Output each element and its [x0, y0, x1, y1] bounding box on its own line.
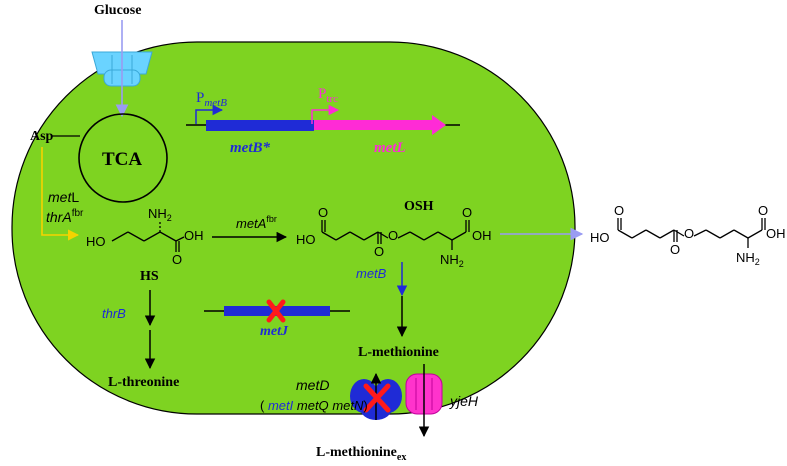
asp-label: Asp [30, 129, 54, 144]
metl-gene [314, 115, 446, 135]
promoter-trc-label: Ptrc [318, 86, 338, 105]
l-threonine-label: L-threonine [108, 375, 179, 390]
osh-oh: OH [472, 228, 492, 243]
oshout-o-carbonyl: O [670, 242, 680, 257]
osh-nh2: NH2 [440, 252, 464, 269]
osh-ho: HO [296, 232, 316, 247]
gene-construct [186, 104, 460, 135]
metl-label: metL [374, 140, 406, 156]
osh-o-ester: O [388, 228, 398, 243]
l-methionine-label: L-methionine [358, 345, 439, 360]
glucose-label: Glucose [94, 3, 141, 18]
hs-oh: OH [184, 228, 204, 243]
oshout-o-ester: O [684, 226, 694, 241]
oshout-nh2: NH2 [736, 250, 760, 267]
tca-label: TCA [102, 149, 142, 170]
osh-structure [321, 220, 470, 250]
oshout-o-top-left: O [614, 203, 624, 218]
osh-o-top-left: O [318, 205, 328, 220]
homoserine-structure [111, 222, 185, 252]
promoter-metb-arrow [195, 104, 224, 124]
metd-components: ( metI metQ metN) [260, 398, 368, 413]
yjeh-transporter [405, 364, 443, 438]
promoter-trc-arrow [311, 104, 340, 124]
meta-enzyme: metAfbr [236, 214, 277, 231]
metj-label: metJ [260, 324, 289, 339]
hs-label: HS [140, 269, 159, 284]
hs-o: O [172, 252, 182, 267]
hs-nh2: NH2 [148, 206, 172, 223]
l-methionine-ex-label: L-methionineex [316, 445, 406, 463]
metj-knockout [204, 299, 350, 323]
thrb-enzyme: thrB [102, 306, 126, 321]
hs-ho: HO [86, 234, 106, 249]
metb-star-label: metB* [230, 140, 270, 156]
osh-label: OSH [404, 199, 434, 214]
oshout-ho: HO [590, 230, 610, 245]
metb-enzyme: metB [356, 266, 387, 281]
metd-label: metD [296, 377, 329, 393]
promoter-metb-label: PmetB [196, 90, 227, 109]
metl-enzyme: metL [48, 189, 79, 205]
tca-cycle [78, 113, 168, 203]
yjeh-label: yjeH [449, 393, 479, 409]
oshout-o-top-right: O [758, 203, 768, 218]
osh-o-carbonyl: O [374, 244, 384, 259]
oshout-oh: OH [766, 226, 786, 241]
metb-star-gene [206, 120, 314, 131]
asp-to-hs-arrow [41, 147, 80, 241]
osh-outside-structure [617, 218, 766, 248]
thra-enzyme: thrAfbr [46, 208, 84, 225]
metd-transporter [350, 372, 402, 420]
osh-o-top-right: O [462, 205, 472, 220]
